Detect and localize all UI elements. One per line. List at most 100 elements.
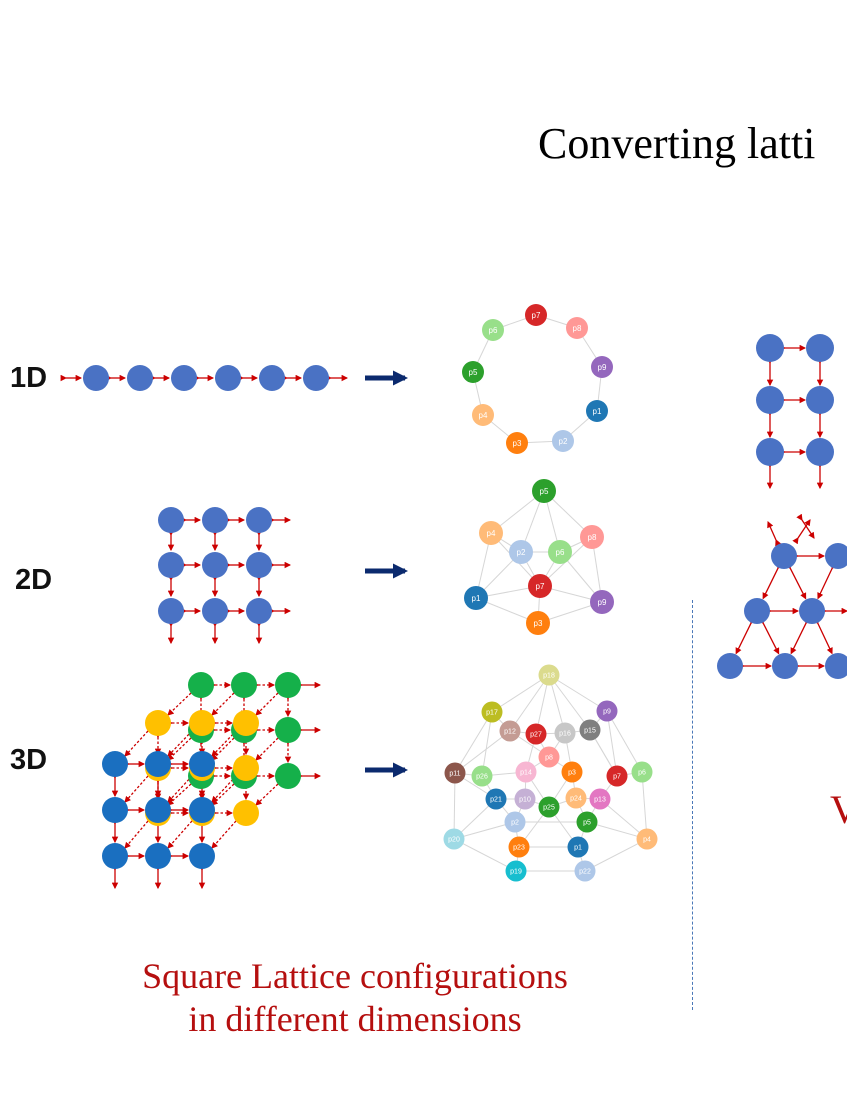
- graph-node: [481, 701, 503, 723]
- link-arrow: [792, 519, 811, 545]
- graph-edge: [548, 674, 608, 712]
- graph-node: [485, 788, 507, 810]
- graph-node-label: p4: [487, 529, 496, 538]
- graph-node: [538, 664, 560, 686]
- graph-node-label: p6: [638, 769, 646, 776]
- graph-node-label: p13: [594, 796, 606, 803]
- graph-node: [464, 586, 488, 610]
- graph-node-label: p9: [603, 708, 611, 715]
- graph-node-label: p20: [448, 836, 460, 843]
- lattice-node-3d: [233, 710, 259, 736]
- graph-node: [567, 836, 589, 858]
- link-arrow: [735, 617, 757, 655]
- graph-node: [574, 860, 596, 882]
- link-arrow: [784, 562, 807, 600]
- lattice-node-3d: [145, 710, 171, 736]
- graph-node-label: p4: [479, 411, 488, 420]
- graph-edge: [509, 674, 550, 732]
- graph-node: [538, 746, 560, 768]
- caption-square-lattice: Square Lattice configurations in differe…: [60, 955, 650, 1041]
- link-arrow: [790, 617, 812, 655]
- lattice-node-3d: [189, 797, 215, 823]
- graph-node: [606, 765, 628, 787]
- lattice-node-3d: [233, 800, 259, 826]
- graph-node: [508, 836, 530, 858]
- lattice-nodes: [83, 334, 847, 869]
- graph-node: [591, 356, 613, 378]
- graph-node-label: p2: [517, 548, 526, 557]
- graph-node-label: p5: [583, 819, 591, 826]
- graph-node-label: p26: [476, 773, 488, 780]
- graph-node-label: p2: [511, 819, 519, 826]
- lattice-node-3d: [102, 843, 128, 869]
- graph-edge: [606, 710, 643, 773]
- graph-node: [580, 525, 604, 549]
- link-arrow: [757, 617, 780, 655]
- graph-node: [528, 574, 552, 598]
- graph-node-label: p11: [449, 770, 460, 777]
- link-arrow: [167, 777, 198, 806]
- graph-node-label: p10: [519, 796, 531, 803]
- graph-edge: [454, 711, 493, 774]
- graph-node-label: p6: [489, 326, 498, 335]
- graph-node: [462, 361, 484, 383]
- lattice-node: [259, 365, 285, 391]
- graph-node: [471, 765, 493, 787]
- graph-node: [579, 719, 601, 741]
- graph-edge: [491, 674, 550, 713]
- link-arrow: [211, 724, 243, 757]
- graph-node-label: p5: [540, 487, 549, 496]
- lattice-node: [158, 507, 184, 533]
- lattice-node-3d: [233, 755, 259, 781]
- graph-edge: [453, 821, 516, 840]
- graph-node-label: p9: [598, 598, 607, 607]
- graph-node: [515, 761, 537, 783]
- graph-node: [505, 860, 527, 882]
- lattice-node-3d: [188, 672, 214, 698]
- graph-node: [504, 811, 526, 833]
- graph-node: [636, 828, 658, 850]
- section-divider: [692, 600, 693, 1010]
- graph-node-label: p21: [490, 796, 502, 803]
- graph-node-label: p18: [543, 672, 555, 679]
- lattice-node: [744, 598, 770, 624]
- graph-node-label: p9: [598, 363, 607, 372]
- graph-node: [506, 432, 528, 454]
- graph-node-label: p15: [584, 727, 596, 734]
- label-2d: 2D: [15, 564, 53, 596]
- graph-node: [532, 479, 556, 503]
- link-arrow: [255, 777, 285, 806]
- lattice-node-3d: [275, 672, 301, 698]
- graph-node: [631, 761, 653, 783]
- graph-node-label: p19: [510, 868, 522, 875]
- graph-node-label: p27: [530, 731, 542, 738]
- graph-node-label: p8: [545, 754, 553, 761]
- lattice-node: [215, 365, 241, 391]
- link-arrow: [124, 814, 154, 849]
- graph-node-label: p8: [573, 324, 582, 333]
- link-arrow: [124, 769, 155, 803]
- lattice-node: [806, 438, 834, 466]
- graph-node: [565, 787, 587, 809]
- transform-arrows: [365, 370, 408, 778]
- graph-node-label: p16: [559, 730, 571, 737]
- link-arrow: [167, 814, 199, 849]
- graph-edge: [641, 771, 648, 840]
- lattice-links: [60, 344, 847, 890]
- graph-node: [514, 788, 536, 810]
- link-arrow: [124, 724, 155, 757]
- graph-node-label: p5: [469, 368, 478, 377]
- graph-node: [586, 400, 608, 422]
- graph-node-label: p25: [543, 804, 555, 811]
- graph-node-label: p4: [643, 836, 651, 843]
- graph-node: [561, 761, 583, 783]
- graph-node-label: p1: [472, 594, 481, 603]
- link-arrow: [211, 814, 243, 849]
- page-title: Converting latti: [538, 119, 816, 168]
- graph-node-label: p12: [504, 728, 516, 735]
- link-arrow: [762, 562, 784, 600]
- graph-node: [443, 828, 465, 850]
- lattice-node: [825, 653, 847, 679]
- graph-node: [479, 521, 503, 545]
